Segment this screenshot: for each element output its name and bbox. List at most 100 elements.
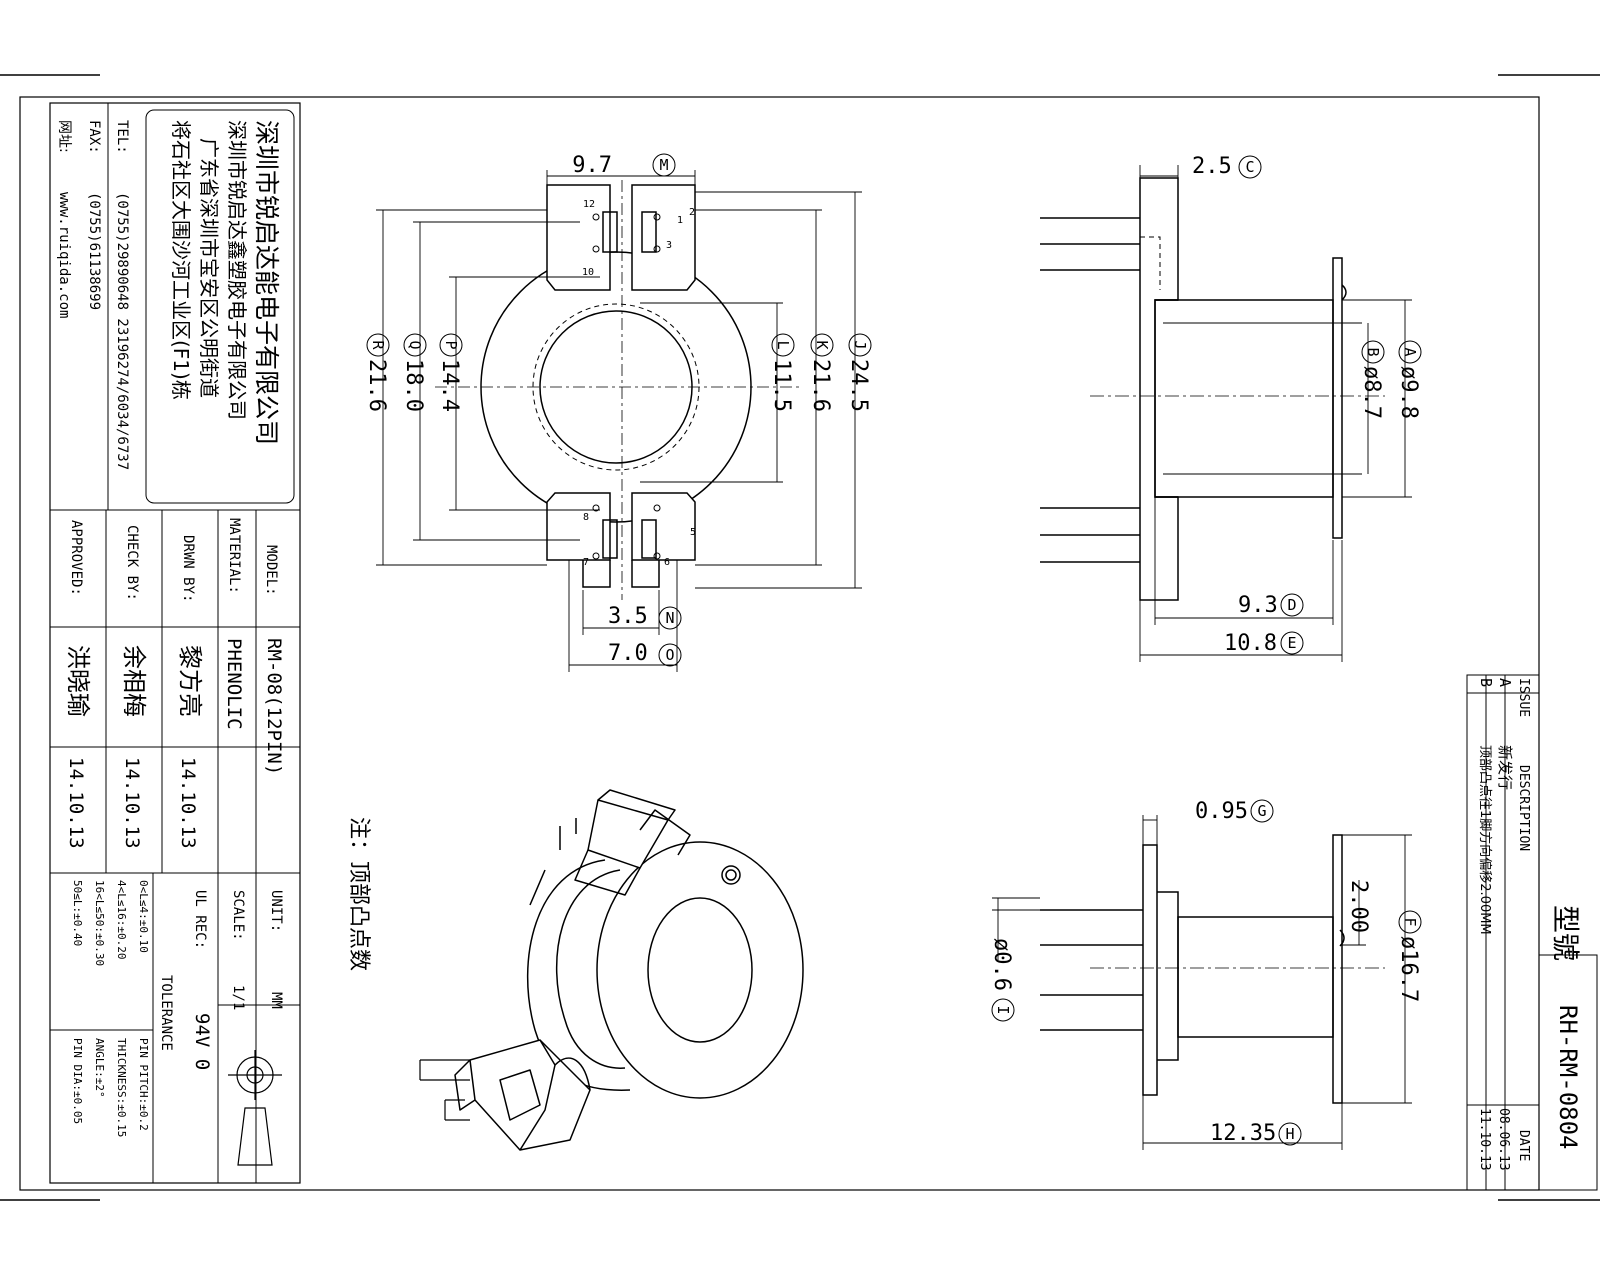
issue-label: ISSUE — [1516, 678, 1531, 717]
side-view-dim-text: 2.5 C A ø9.8 B ø8.7 9.3 D 10.8 E — [1192, 154, 1422, 656]
dim-k-label: K — [813, 340, 831, 349]
approved-label: APPROVED: — [68, 520, 84, 596]
pin-label: 1 — [677, 215, 683, 226]
check-value: 余相梅 — [120, 645, 148, 717]
rev-b-date: 11.10.13 — [1477, 1108, 1492, 1171]
scale-value: 1/1 — [230, 985, 246, 1010]
dim-c-value: 2.5 — [1192, 154, 1232, 179]
pin-label: 7 — [583, 557, 589, 568]
dim-c-label: C — [1245, 158, 1254, 176]
type-label: 型號 — [1549, 905, 1582, 961]
company-address2: 将石社区大围沙河工业区(F1)栋 — [169, 120, 193, 400]
dim-a-value: ø9.8 — [1396, 366, 1421, 419]
dim-o-value: 7.0 — [608, 641, 648, 666]
company-name: 深圳市锐启达能电子有限公司 — [252, 120, 281, 445]
dim-g-value: 0.95 — [1195, 799, 1248, 824]
unit-value: MM — [268, 992, 284, 1009]
tel-value: (0755)29890648 23196274/6034/6737 — [114, 192, 130, 470]
rev-a-desc: 新发行 — [1496, 745, 1514, 790]
dim-g-label: G — [1257, 802, 1266, 820]
dim-r-label: R — [369, 340, 387, 350]
dim-o-label: O — [665, 646, 674, 664]
part-number: RH-RM-0804 — [1554, 1005, 1582, 1150]
model-label: MODEL: — [263, 545, 279, 596]
rev-a-issue: A — [1496, 678, 1514, 687]
rev-b-issue: B — [1477, 678, 1495, 687]
tolerance-right-3: PIN DIA:±0.05 — [71, 1038, 84, 1124]
bottom-view-dim-text: 0.95 G F ø16.7 2.00 I ø0.6 12.35 H — [989, 799, 1422, 1146]
dim-n-label: N — [665, 609, 674, 627]
fax-label: FAX: — [86, 120, 102, 154]
sheet-frame — [0, 74, 1600, 1201]
pin-label: 3 — [666, 240, 672, 251]
fax-value: (0755)61138699 — [86, 192, 102, 310]
ul-label: UL REC: — [192, 890, 208, 949]
scale-label: SCALE: — [230, 890, 246, 941]
dim-j-value: 24.5 — [846, 359, 871, 412]
tolerance-left-3: 50≤L:±0.40 — [71, 880, 84, 946]
company-info: 深圳市锐启达能电子有限公司 深圳市锐启达鑫塑胶电子有限公司 广东省深圳市宝安区公… — [56, 120, 281, 470]
model-value: RM-08(12PIN) — [263, 638, 285, 775]
dim-a-label: A — [1401, 347, 1419, 356]
front-view-dim-text: 9.7 M 3.5 N 7.0 O J 24.5 K 21.6 L 11.5 R… — [364, 153, 872, 667]
dim-q-value: 18.0 — [401, 359, 426, 412]
dim-2-value: 2.00 — [1346, 880, 1371, 933]
material-label: MATERIAL: — [226, 518, 242, 594]
drawn-label: DRWN BY: — [180, 535, 196, 602]
pin-label: 10 — [582, 267, 594, 278]
side-view-dims — [1139, 165, 1412, 662]
title-block — [50, 103, 300, 1183]
company-sub-name: 深圳市锐启达鑫塑胶电子有限公司 — [225, 120, 249, 420]
tel-label: TEL: — [114, 120, 130, 154]
pin-label: 6 — [664, 557, 670, 568]
drawing-note: 注：顶部凸点数 — [346, 817, 371, 971]
tolerance-left-1: 4<L≤16:±0.20 — [115, 880, 128, 959]
tolerance-right-1: THICKNESS:±0.15 — [115, 1038, 128, 1137]
projection-symbol — [228, 1050, 282, 1166]
rev-a-date: 08.06.13 — [1496, 1108, 1511, 1171]
dim-m-label: M — [659, 156, 668, 174]
desc-label: DESCRIPTION — [1516, 765, 1531, 851]
tolerance-right-2: ANGLE:±2° — [93, 1038, 106, 1098]
unit-label: UNIT: — [268, 890, 284, 932]
dim-e-label: E — [1287, 634, 1296, 652]
front-view — [435, 180, 800, 600]
revision-table — [1466, 674, 1598, 1191]
check-date: 14.10.13 — [121, 757, 143, 849]
dim-d-value: 9.3 — [1238, 593, 1278, 618]
approved-date: 14.10.13 — [65, 757, 87, 849]
dim-h-value: 12.35 — [1210, 1121, 1276, 1146]
pin-label: 12 — [583, 199, 595, 210]
dim-l-label: L — [774, 340, 792, 349]
dim-m-value: 9.7 — [572, 153, 612, 178]
dim-b-label: B — [1364, 347, 1382, 356]
tolerance-label: TOLERANCE — [158, 975, 174, 1051]
pin-label: 8 — [583, 512, 589, 523]
dim-i-value: ø0.6 — [989, 938, 1014, 991]
revision-text: ISSUE DESCRIPTION DATE A 新发行 08.06.13 B … — [1477, 678, 1582, 1171]
dim-r-value: 21.6 — [364, 359, 389, 412]
rev-b-desc: 顶部凸点往1脚方向偏移2.00MM — [1477, 745, 1493, 935]
dim-f-label: F — [1401, 917, 1419, 926]
dim-b-value: ø8.7 — [1359, 366, 1384, 419]
pin-label: 5 — [690, 527, 696, 538]
drawn-date: 14.10.13 — [177, 757, 199, 849]
dim-k-value: 21.6 — [808, 359, 833, 412]
dim-p-label: P — [442, 340, 460, 349]
pin-labels-top: 12 1 2 10 3 — [582, 199, 695, 278]
bottom-view — [1040, 834, 1385, 1104]
dim-j-label: J — [851, 340, 869, 349]
tolerance-right-0: PIN PITCH:±0.2 — [137, 1038, 150, 1131]
side-view — [1040, 177, 1385, 601]
dim-p-value: 14.4 — [437, 359, 462, 412]
material-value: PHENOLIC — [223, 638, 245, 730]
dim-d-label: D — [1287, 596, 1296, 614]
date-label: DATE — [1516, 1130, 1531, 1161]
check-label: CHECK BY: — [124, 525, 140, 601]
dim-q-label: Q — [406, 340, 424, 349]
pin-labels-bottom: 8 5 7 6 — [583, 512, 696, 568]
approved-value: 洪晓瑜 — [64, 645, 92, 717]
pin-label: 2 — [689, 207, 695, 218]
dim-f-value: ø16.7 — [1396, 936, 1421, 1002]
